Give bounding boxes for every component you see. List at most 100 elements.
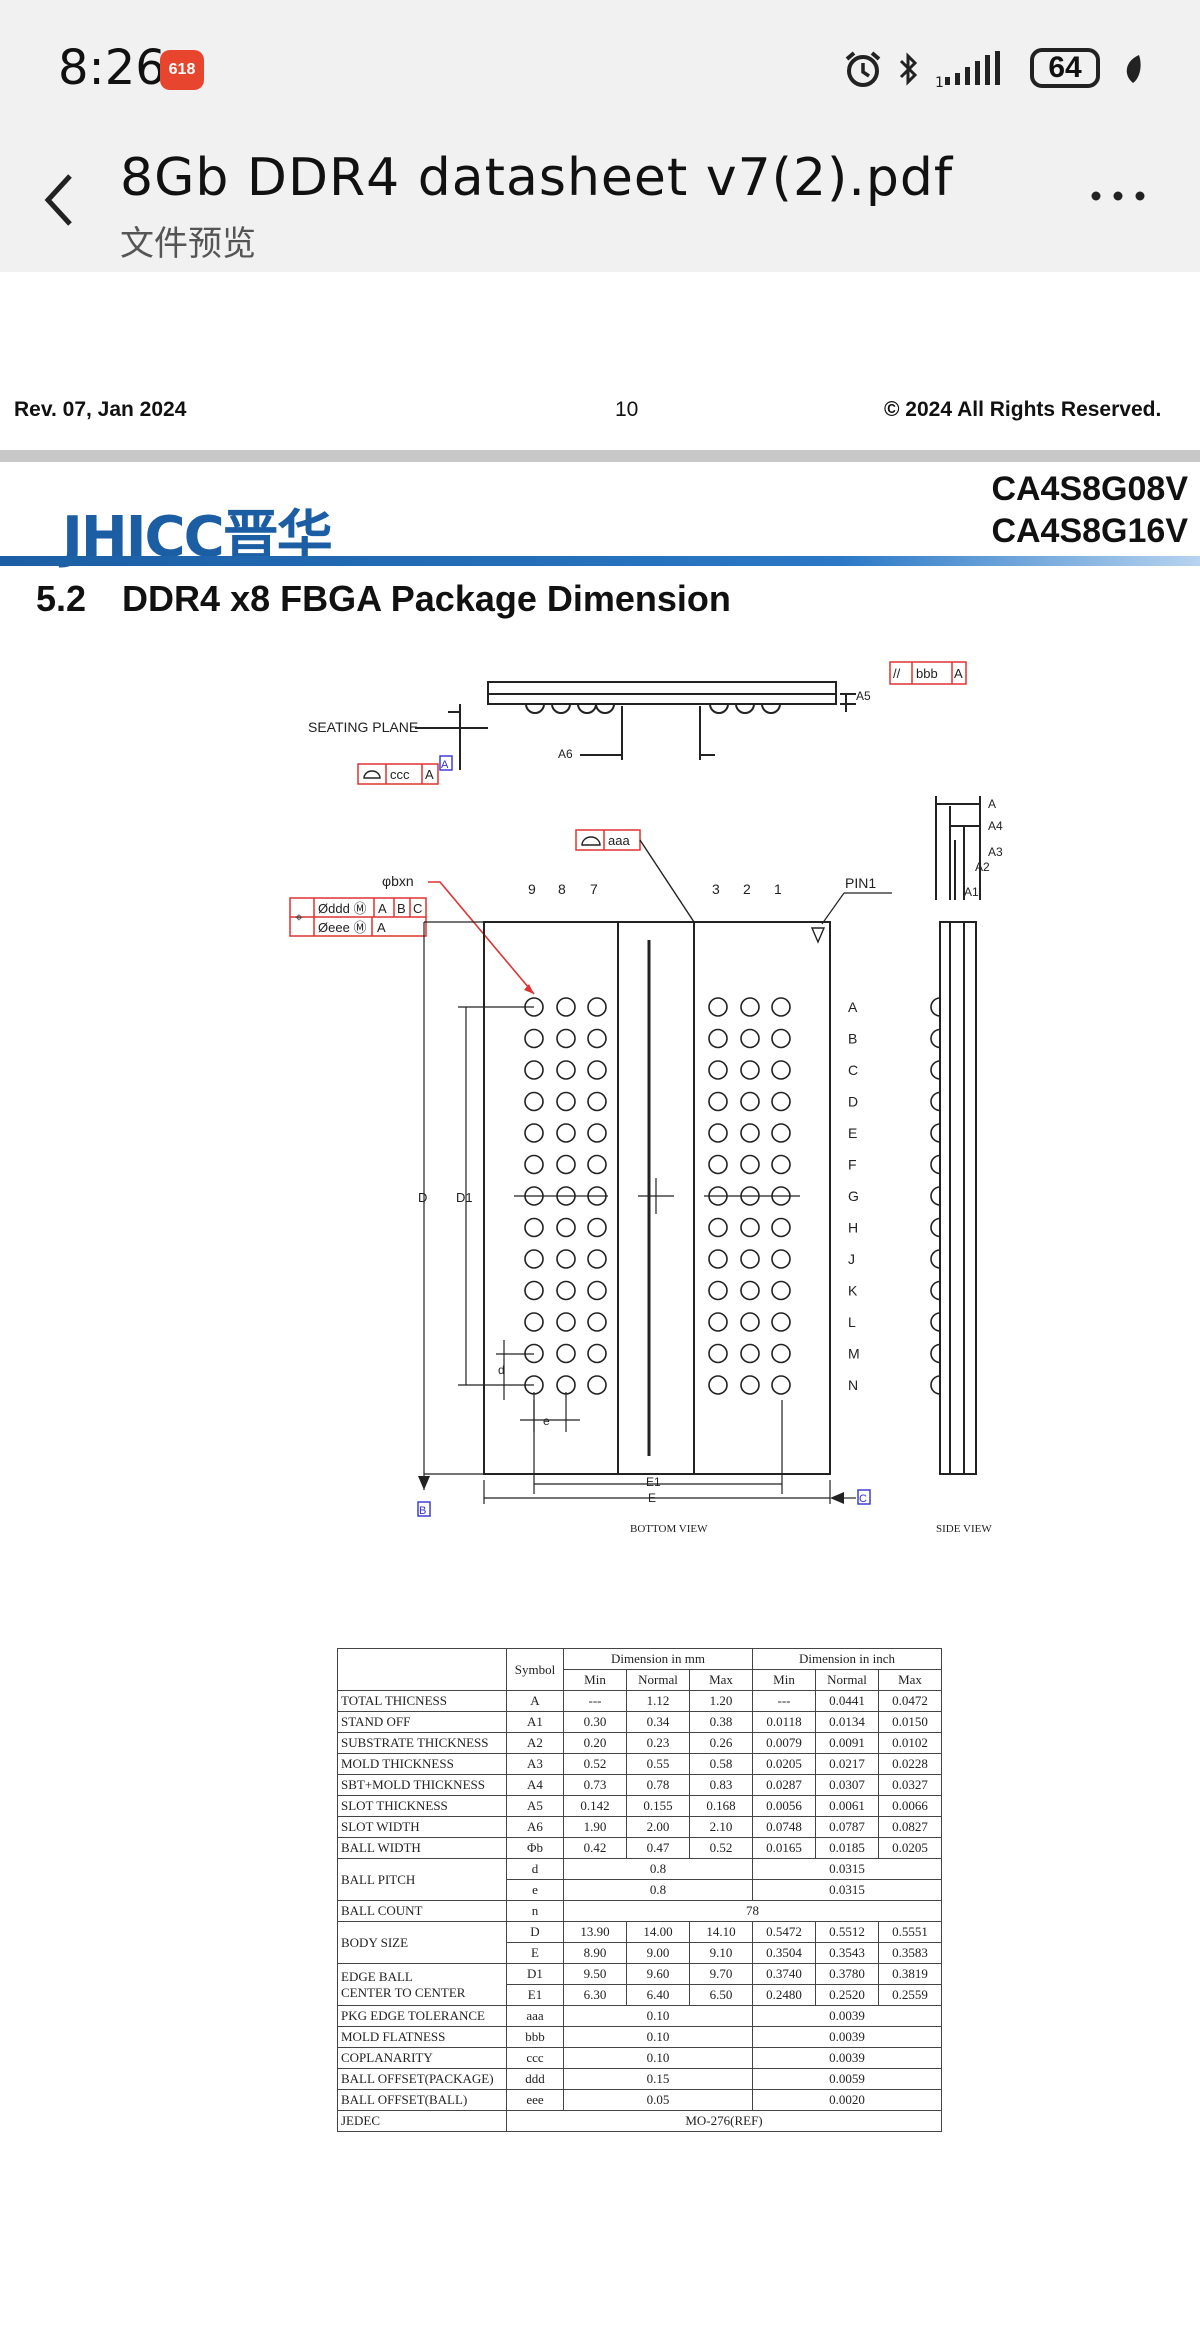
solder-ball <box>587 1154 607 1175</box>
solder-ball <box>587 1186 607 1206</box>
ball-count-label: φbxn <box>382 873 414 889</box>
leaf-icon <box>1126 55 1141 83</box>
side-ball <box>930 1249 941 1269</box>
side-ball <box>930 1217 941 1238</box>
solder-ball <box>524 1312 544 1332</box>
side-ball <box>930 1060 941 1080</box>
solder-ball <box>524 1217 544 1238</box>
row-label: A <box>848 999 858 1015</box>
solder-ball <box>556 1343 576 1364</box>
col-7: 7 <box>590 881 598 897</box>
battery-icon: 64 <box>1030 48 1100 88</box>
side-ball <box>930 1123 941 1143</box>
alarm-icon <box>845 51 881 87</box>
solder-ball <box>587 1249 607 1269</box>
side-a1: A1 <box>964 885 979 899</box>
solder-ball <box>771 1154 791 1175</box>
package-drawing: SEATING PLANE A6 A5 // bbb A ccc A A aaa… <box>289 661 1003 1535</box>
bottom-view-label: BOTTOM VIEW <box>630 1523 708 1535</box>
solder-ball <box>556 1375 576 1395</box>
solder-ball <box>771 1217 791 1238</box>
side-ball <box>930 1375 941 1395</box>
row-label: E <box>848 1125 857 1141</box>
solder-ball <box>708 1060 728 1080</box>
more-options-icon[interactable] <box>1088 186 1148 206</box>
table-row: JEDEC MO-276(REF) <box>337 2110 942 2132</box>
datum-a-ref-2: A <box>425 767 434 782</box>
row-label: G <box>848 1188 859 1204</box>
solder-ball <box>740 1091 760 1112</box>
solder-ball <box>556 1091 576 1112</box>
solder-ball <box>708 997 728 1017</box>
datum-a-ref: A <box>954 666 963 681</box>
row-label: B <box>848 1031 857 1047</box>
revision-label: Rev. 07, Jan 2024 <box>14 398 187 421</box>
section-number: 5.2 <box>36 578 87 619</box>
side-ball <box>930 1154 941 1175</box>
solder-ball <box>740 1154 760 1175</box>
app-notification-icon: 618 <box>160 50 204 90</box>
ddd-label: Øddd Ⓜ <box>318 901 366 916</box>
solder-ball <box>524 1249 544 1269</box>
ccc-label: ccc <box>390 767 410 782</box>
solder-ball <box>524 1280 544 1301</box>
side-view <box>935 796 981 1475</box>
bbb-label: bbb <box>916 666 938 681</box>
side-a4: A4 <box>988 819 1003 833</box>
side-ball <box>930 1091 941 1112</box>
ddd-datum-c: C <box>413 901 422 916</box>
status-icons: 1 <box>843 44 1145 94</box>
ddd-datum-b: B <box>397 901 406 916</box>
back-arrow-icon[interactable] <box>40 170 80 230</box>
datum-b-tag: B <box>419 1505 426 1517</box>
center-crosshair <box>514 1178 800 1214</box>
dimension-table: Symbol Dimension in mm Dimension in inch… <box>337 1648 942 2132</box>
solder-ball <box>771 1249 791 1269</box>
min-header: Min <box>752 1669 816 1691</box>
solder-ball <box>740 1186 760 1206</box>
row-label: L <box>848 1314 856 1330</box>
solder-ball <box>740 1060 760 1080</box>
datum-a-tag: A <box>441 759 449 771</box>
status-time: 8:26 <box>58 40 166 96</box>
min-header: Min <box>563 1669 627 1691</box>
solder-ball <box>556 1028 576 1049</box>
pin1-label: PIN1 <box>845 875 876 891</box>
solder-ball <box>587 1312 607 1332</box>
solder-ball <box>740 1249 760 1269</box>
signal-icon: 1 <box>935 51 1000 89</box>
solder-ball <box>740 1343 760 1364</box>
part-number-2: CA4S8G16V <box>991 512 1188 550</box>
max-header: Max <box>689 1669 753 1691</box>
ddd-datum-a: A <box>378 901 387 916</box>
solder-ball <box>771 1280 791 1301</box>
solder-ball <box>740 1123 760 1143</box>
solder-ball <box>708 1249 728 1269</box>
solder-ball <box>556 1280 576 1301</box>
row-label: C <box>848 1062 858 1078</box>
seating-plane-label: SEATING PLANE <box>308 719 418 735</box>
solder-ball <box>771 1060 791 1080</box>
solder-ball <box>524 1154 544 1175</box>
position-icon: ⌖ <box>295 909 303 925</box>
side-a3: A3 <box>988 845 1003 859</box>
col-2: 2 <box>743 881 751 897</box>
solder-ball <box>524 1091 544 1112</box>
a6-label: A6 <box>558 747 573 761</box>
datum-c-tag: C <box>859 1493 867 1505</box>
solder-ball <box>708 1375 728 1395</box>
col-9: 9 <box>528 881 536 897</box>
side-ball <box>930 1186 941 1206</box>
dim-e1: E1 <box>646 1475 661 1489</box>
solder-ball <box>556 1154 576 1175</box>
solder-ball <box>556 1249 576 1269</box>
solder-ball <box>587 1343 607 1364</box>
